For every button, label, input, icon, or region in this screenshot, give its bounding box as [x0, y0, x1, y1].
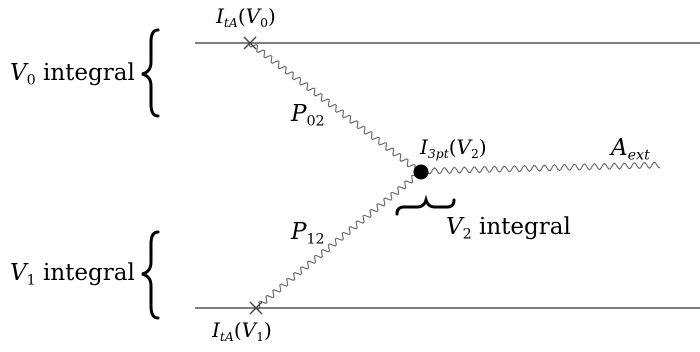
- bottom-vertex-label: ItA(V1): [212, 318, 272, 344]
- bottom-vertex-cross-icon: [249, 301, 263, 315]
- top-vertex-label: ItA(V0): [216, 4, 276, 30]
- v0-integral-label: V0 integral: [10, 60, 135, 89]
- top-vertex-cross-icon: [243, 36, 257, 50]
- three-point-vertex-label: I3pt(V2): [420, 135, 487, 161]
- propagator-p12-wavy-line: [255, 174, 419, 310]
- propagator-p02-label: P02: [291, 101, 325, 130]
- v0-integral-brace-icon: [141, 28, 160, 118]
- v1-integral-brace-icon: [141, 230, 160, 320]
- v1-integral-label: V1 integral: [10, 260, 135, 289]
- external-field-label: Aext: [611, 135, 650, 164]
- external-field-wavy-line: [426, 161, 661, 175]
- v2-integral-label: V2 integral: [446, 214, 571, 243]
- propagator-p02-wavy-line: [249, 42, 416, 173]
- three-point-vertex-dot-icon: [413, 164, 429, 180]
- propagator-p12-label: P12: [291, 219, 325, 248]
- v2-integral-brace-icon: [395, 194, 456, 216]
